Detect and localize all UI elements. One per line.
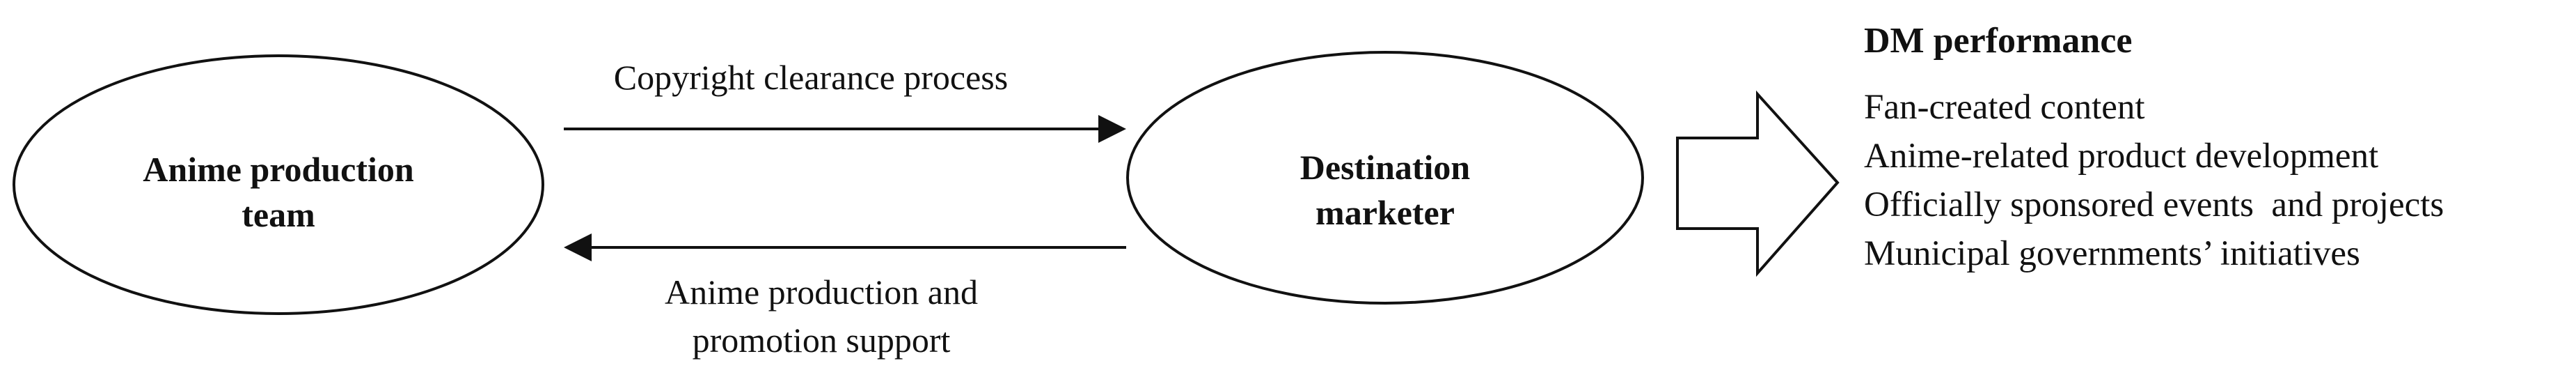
performance-item: Municipal governments’ initiatives	[1864, 234, 2360, 273]
performance-list: DM performance Fan-created content Anime…	[1864, 21, 2444, 273]
node-label-line1: Destination	[1300, 148, 1471, 187]
node-label-line1: Anime production	[143, 150, 414, 189]
arrow-head-left	[564, 233, 592, 261]
performance-title: DM performance	[1864, 21, 2133, 61]
node-label-line2: team	[242, 195, 315, 234]
edge-copyright-clearance: Copyright clearance process	[564, 58, 1126, 143]
block-arrow	[1676, 90, 1840, 277]
node-ellipse	[13, 54, 544, 315]
arrow-head-right	[1098, 115, 1126, 143]
edge-label-line1: Anime production and	[665, 272, 978, 312]
node-label-line2: marketer	[1315, 193, 1455, 232]
edge-production-support: Anime production and promotion support	[564, 233, 1126, 360]
performance-item: Fan-created content	[1864, 88, 2145, 127]
node-anime-production-team: Anime production team	[13, 54, 544, 315]
performance-item: Anime-related product development	[1864, 137, 2378, 176]
performance-item: Officially sponsored events and projects	[1864, 185, 2444, 224]
edge-label: Copyright clearance process	[614, 58, 1008, 97]
node-ellipse	[1126, 51, 1644, 305]
edge-label-line2: promotion support	[693, 321, 951, 360]
node-destination-marketer: Destination marketer	[1126, 51, 1644, 305]
